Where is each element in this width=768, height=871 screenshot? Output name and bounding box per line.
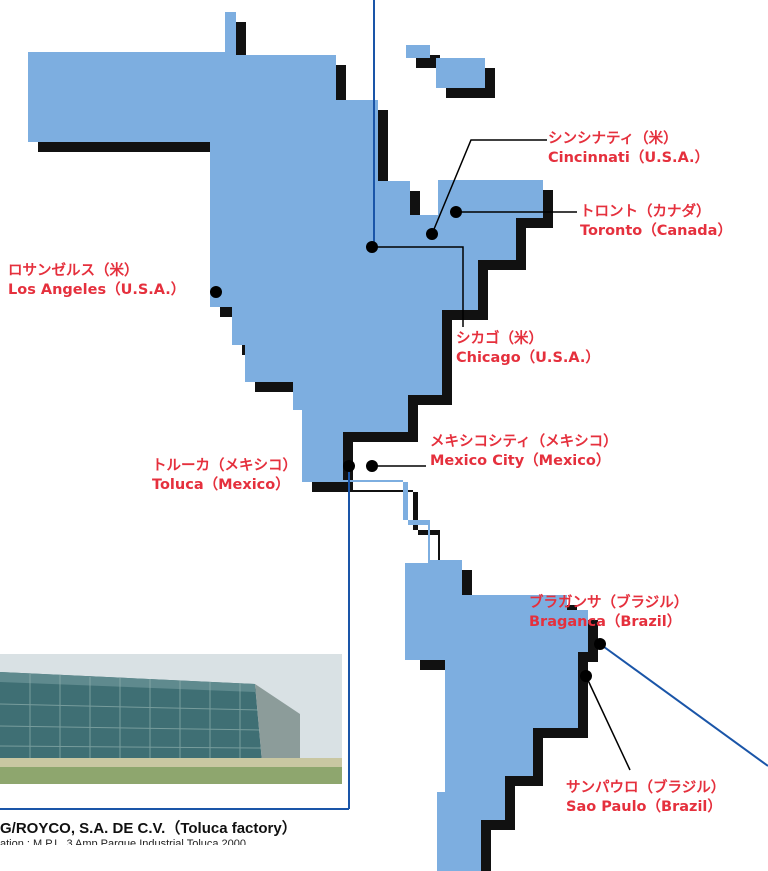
label-chicago-en: Chicago（U.S.A.） — [456, 350, 600, 366]
label-cincinnati: シンシナティ（米） Cincinnati（U.S.A.） — [548, 130, 709, 168]
label-braganca-en: Braganca（Brazil） — [529, 614, 682, 630]
marker-toronto — [450, 206, 462, 218]
label-sao-paulo-ja: サンパウロ（ブラジル） — [566, 780, 726, 796]
marker-sao-paulo — [580, 670, 592, 682]
label-braganca-ja: ブラガンサ（ブラジル） — [529, 595, 689, 611]
factory-building-illustration — [0, 654, 342, 784]
marker-mexico-city — [366, 460, 378, 472]
factory-photo — [0, 654, 342, 784]
label-toluca-en: Toluca（Mexico） — [152, 477, 290, 493]
label-toluca: トルーカ（メキシコ） Toluca（Mexico） — [152, 457, 297, 495]
photo-caption-title: G/ROYCO, S.A. DE C.V.（Toluca factory） — [0, 820, 297, 837]
label-toronto-ja: トロント（カナダ） — [580, 204, 711, 220]
leader-line-chicago — [372, 246, 464, 327]
label-los-angeles-en: Los Angeles（U.S.A.） — [8, 282, 186, 298]
map-land — [28, 10, 588, 871]
marker-braganca — [594, 638, 606, 650]
leader-line-cincinnati — [431, 139, 547, 235]
leader-line-sao-paulo — [585, 675, 631, 771]
label-mexico-city-ja: メキシコシティ（メキシコ） — [430, 434, 618, 450]
marker-toluca — [343, 460, 355, 472]
label-cincinnati-ja: シンシナティ（米） — [548, 131, 678, 147]
label-chicago: シカゴ（米） Chicago（U.S.A.） — [456, 330, 600, 368]
label-mexico-city: メキシコシティ（メキシコ） Mexico City（Mexico） — [430, 433, 618, 471]
leader-lines — [0, 0, 768, 810]
label-sao-paulo: サンパウロ（ブラジル） Sao Paulo（Brazil） — [566, 779, 725, 817]
leader-line-braganca — [599, 643, 768, 767]
label-los-angeles-ja: ロサンゼルス（米） — [8, 263, 139, 279]
photo-caption-address: ation : M.P.L. 3 Amp Parque Industrial T… — [0, 838, 247, 845]
label-toronto-en: Toronto（Canada） — [580, 223, 732, 239]
label-sao-paulo-en: Sao Paulo（Brazil） — [566, 799, 722, 815]
label-mexico-city-en: Mexico City（Mexico） — [430, 453, 611, 469]
label-los-angeles: ロサンゼルス（米） Los Angeles（U.S.A.） — [8, 262, 185, 300]
city-markers — [210, 206, 606, 682]
marker-chicago — [366, 241, 378, 253]
label-cincinnati-en: Cincinnati（U.S.A.） — [548, 150, 710, 166]
label-braganca: ブラガンサ（ブラジル） Braganca（Brazil） — [529, 594, 688, 632]
label-toluca-ja: トルーカ（メキシコ） — [152, 458, 297, 474]
marker-cincinnati — [426, 228, 438, 240]
marker-los-angeles — [210, 286, 222, 298]
label-chicago-ja: シカゴ（米） — [456, 331, 543, 347]
label-toronto: トロント（カナダ） Toronto（Canada） — [580, 203, 732, 241]
